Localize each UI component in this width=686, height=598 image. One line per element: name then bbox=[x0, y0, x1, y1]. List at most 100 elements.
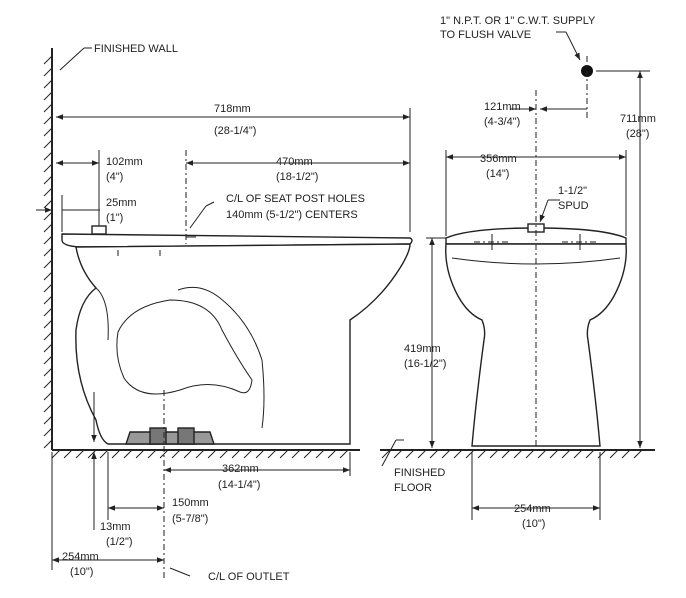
dim-150 bbox=[107, 452, 164, 520]
spud-label-2: SPUD bbox=[558, 200, 589, 212]
floor-side bbox=[51, 449, 360, 459]
hatch-mark bbox=[573, 449, 583, 459]
hatch-mark bbox=[43, 367, 53, 377]
finished-wall-label: FINISHED WALL bbox=[94, 43, 178, 55]
dim-150-mm: 150mm bbox=[172, 497, 209, 509]
hatch-mark bbox=[43, 163, 53, 173]
hatch-mark bbox=[537, 449, 547, 459]
hatch-mark bbox=[43, 223, 53, 233]
spud-leader bbox=[539, 199, 560, 223]
hatch-mark bbox=[43, 103, 53, 113]
hatch-mark bbox=[43, 247, 53, 257]
dim-13-mm: 13mm bbox=[100, 521, 131, 533]
seat-post-leader bbox=[189, 201, 215, 229]
dim-254-front-in: (10") bbox=[522, 518, 545, 530]
dim-470-mm: 470mm bbox=[276, 156, 313, 168]
hatch-mark bbox=[43, 91, 53, 101]
hatch-mark bbox=[75, 449, 85, 459]
dim-718 bbox=[56, 108, 411, 232]
hatch-mark bbox=[453, 449, 463, 459]
hatch-mark bbox=[549, 449, 559, 459]
supply-leader bbox=[556, 31, 581, 61]
hatch-mark bbox=[43, 79, 53, 89]
dim-356-mm: 356mm bbox=[480, 153, 517, 165]
hatch-mark bbox=[43, 55, 53, 65]
dim-254-side-in: (10") bbox=[70, 566, 93, 578]
dim-711-in: (28") bbox=[626, 128, 649, 140]
hatch-mark bbox=[231, 449, 241, 459]
hatch-mark bbox=[43, 139, 53, 149]
hatch-mark bbox=[43, 403, 53, 413]
hatch-mark bbox=[279, 449, 289, 459]
hatch-mark bbox=[501, 449, 511, 459]
hatch-mark bbox=[477, 449, 487, 459]
dim-362-in: (14-1/4") bbox=[218, 479, 260, 491]
dim-356 bbox=[445, 150, 627, 236]
floor-front bbox=[380, 449, 655, 459]
hatch-mark bbox=[43, 331, 53, 341]
hatch-mark bbox=[633, 449, 643, 459]
hatch-mark bbox=[339, 449, 349, 459]
hatch-mark bbox=[43, 259, 53, 269]
hatch-mark bbox=[43, 295, 53, 305]
hatch-mark bbox=[159, 449, 169, 459]
hatch-mark bbox=[43, 127, 53, 137]
dim-150-in: (5-7/8") bbox=[172, 513, 208, 525]
hatch-mark bbox=[327, 449, 337, 459]
dim-13-in: (1/2") bbox=[106, 536, 133, 548]
hatch-mark bbox=[381, 449, 391, 459]
dim-102-in: (4") bbox=[106, 171, 123, 183]
dim-718-in: (28-1/4") bbox=[214, 125, 256, 137]
dim-711-mm: 711mm bbox=[620, 113, 656, 125]
hatch-mark bbox=[43, 415, 53, 425]
hatch-mark bbox=[255, 449, 265, 459]
hatch-mark bbox=[43, 67, 53, 77]
hatch-mark bbox=[585, 449, 595, 459]
finished-wall bbox=[43, 48, 53, 450]
hatch-mark bbox=[43, 151, 53, 161]
hatch-mark bbox=[43, 427, 53, 437]
hatch-mark bbox=[303, 449, 313, 459]
hatch-mark bbox=[135, 449, 145, 459]
hatch-mark bbox=[43, 319, 53, 329]
dim-25-mm: 25mm bbox=[106, 197, 137, 209]
dim-25 bbox=[36, 195, 100, 232]
finished-floor-label-2: FLOOR bbox=[394, 482, 432, 494]
dim-254-side-mm: 254mm bbox=[62, 551, 99, 563]
hatch-mark bbox=[43, 271, 53, 281]
hatch-mark bbox=[43, 187, 53, 197]
supply-label-1: 1" N.P.T. OR 1" C.W.T. SUPPLY bbox=[440, 15, 596, 27]
hatch-mark bbox=[43, 343, 53, 353]
hatch-mark bbox=[63, 449, 73, 459]
hatch-mark bbox=[43, 115, 53, 125]
hatch-mark bbox=[597, 449, 607, 459]
hatch-mark bbox=[489, 449, 499, 459]
hatch-mark bbox=[315, 449, 325, 459]
hatch-mark bbox=[405, 449, 415, 459]
hatch-mark bbox=[465, 449, 475, 459]
dim-362 bbox=[164, 452, 351, 476]
hatch-mark bbox=[43, 175, 53, 185]
hatch-mark bbox=[219, 449, 229, 459]
hatch-mark bbox=[43, 307, 53, 317]
wall-leader bbox=[59, 47, 92, 71]
dim-419-mm: 419mm bbox=[404, 343, 441, 355]
hatch-mark bbox=[291, 449, 301, 459]
hatch-mark bbox=[147, 449, 157, 459]
hatch-mark bbox=[393, 449, 403, 459]
hatch-mark bbox=[111, 449, 121, 459]
hatch-mark bbox=[195, 449, 205, 459]
hatch-mark bbox=[621, 449, 631, 459]
outlet-leader bbox=[169, 567, 191, 577]
hatch-mark bbox=[207, 449, 217, 459]
dim-718-mm: 718mm bbox=[214, 103, 251, 115]
dim-362-mm: 362mm bbox=[222, 463, 259, 475]
seat-post-label-1: C/L OF SEAT POST HOLES bbox=[226, 193, 365, 205]
dim-121-mm: 121mm bbox=[484, 101, 521, 113]
hatch-mark bbox=[43, 439, 53, 449]
finished-floor-label-1: FINISHED bbox=[394, 467, 445, 479]
hatch-mark bbox=[43, 391, 53, 401]
dim-470-in: (18-1/2") bbox=[276, 171, 318, 183]
toilet-side-view bbox=[61, 222, 413, 445]
